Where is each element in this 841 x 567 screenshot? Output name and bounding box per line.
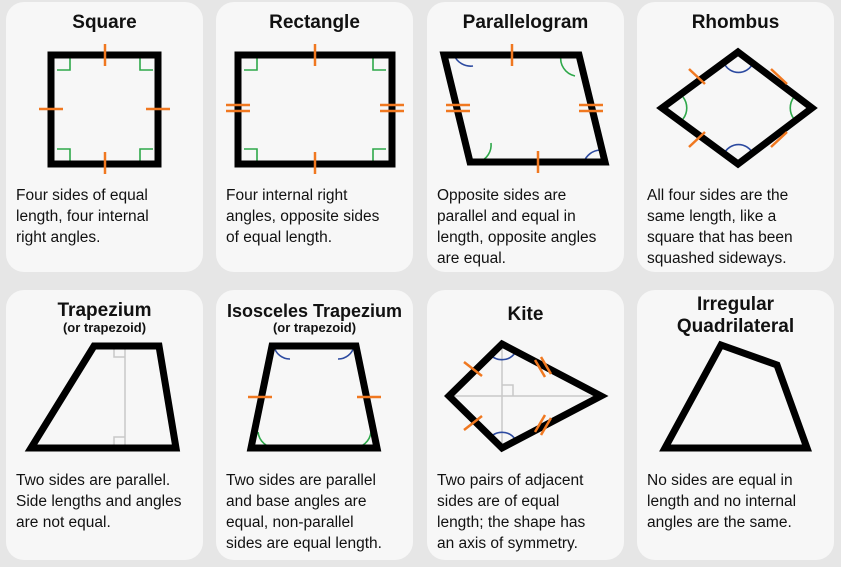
parallelogram-diagram xyxy=(439,44,610,173)
card-title: Irregular Quadrilateral xyxy=(676,294,795,337)
card-title: Trapezium xyxy=(57,300,152,321)
rectangle-diagram xyxy=(226,44,404,174)
card-subtitle: (or trapezoid) xyxy=(272,320,357,335)
isosceles-trapezium-diagram xyxy=(246,342,382,452)
kite-diagram xyxy=(444,339,609,453)
card-title: Rhombus xyxy=(691,12,780,33)
card-description: Two sides are parallel.Side lengths and … xyxy=(16,472,182,531)
card-isosceles-trapezium: Isosceles Trapezium (or trapezoid) Two s… xyxy=(216,290,413,560)
card-title: Kite xyxy=(507,304,544,325)
square-diagram xyxy=(39,44,170,174)
card-subtitle: (or trapezoid) xyxy=(62,320,147,335)
trapezium-diagram xyxy=(24,342,181,452)
card-title: Parallelogram xyxy=(462,12,589,33)
card-title: Isosceles Trapezium xyxy=(226,301,403,321)
card-trapezium: Trapezium (or trapezoid) Two sides are p… xyxy=(6,290,203,560)
card-title: Square xyxy=(72,12,137,33)
rhombus-diagram xyxy=(656,47,818,169)
card-irregular-quadrilateral: Irregular Quadrilateral No sides are equ… xyxy=(637,290,834,560)
irregular-quadrilateral-diagram xyxy=(659,340,812,452)
card-title: Rectangle xyxy=(269,12,360,33)
